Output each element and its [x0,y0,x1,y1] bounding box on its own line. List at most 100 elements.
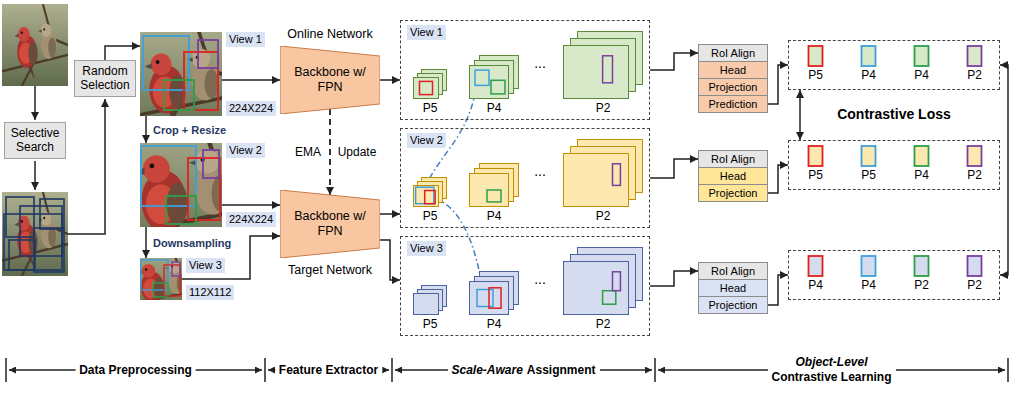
text-label: Update [338,145,377,160]
arrow-connector [380,79,400,81]
object-feature-mark [915,256,929,276]
stage-label: Assignment [527,363,596,378]
object-feature-mark [809,256,823,276]
crop-boxes [143,36,218,110]
stage-tick [1007,358,1009,382]
label-group: Feature Extractor [275,363,382,378]
feature-map-sheets [413,285,447,315]
view-caption: 224X224 [226,212,276,227]
head-layer-box: Head [698,167,768,185]
level-label: P4 [842,68,895,82]
label-group: Update [338,145,377,160]
head-layer-box: Projection [698,184,768,202]
label-group: EMA [295,145,321,160]
feature-map-stack: P5 [413,285,447,331]
panel-title: View 1 [407,25,446,40]
layer-label: Projection [701,186,765,200]
object-feature-marks [789,141,1001,191]
level-label: P2 [563,317,643,331]
crop-boxes [141,146,220,224]
crop-boxes [141,260,180,297]
object-region [603,291,616,305]
source-image [2,4,68,86]
proposal-box [9,240,35,270]
label-group: Object-LevelContrastive Learning [767,355,895,385]
arrow-connector [105,46,140,60]
backbone-trapezoid: Backbone w/ FPNTarget Network [280,190,380,258]
backbone-label: Backbone w/ FPN [290,65,370,95]
layer-label: RoI Align [701,152,765,166]
head-layer-box: Head [698,279,768,297]
level-label: P2 [948,168,1001,182]
view-picture [107,112,256,265]
arrow-connector [650,271,698,286]
crop-box [184,52,218,110]
object-feature-mark [915,146,929,166]
object-feature-mark [968,256,982,276]
arrow-connector [768,275,788,305]
text-label: ... [534,163,546,181]
feature-map-sheet [564,154,629,207]
head-layer-box: RoI Align [698,150,768,168]
feature-panel: View 3 P5P4 P2 [400,236,650,336]
view-caption: View 1 [226,32,265,47]
level-label: P2 [948,278,1001,292]
feature-map-sheet [414,78,439,99]
edge-label: Crop + Resize [152,123,227,137]
object-feature-mark [809,146,823,166]
level-label: P2 [563,209,643,223]
object-feature-mark [862,46,876,66]
feature-map-sheets [563,247,643,315]
view-caption: View 3 [186,258,225,273]
head-layer-box: Projection [698,296,768,314]
flow-arrow [34,86,36,120]
view-caption: 112X112 [186,285,234,300]
feature-map-sheet [414,186,439,207]
feature-map-stack: P4 [469,163,519,223]
view-image: View 2224X224 [140,143,222,227]
layer-label: Head [701,169,765,183]
view-caption: 224X224 [226,101,276,116]
backbone-label: Backbone w/ FPN [290,209,370,239]
feature-map-sheets [469,163,519,207]
label-group: ... [534,271,546,289]
layer-label: RoI Align [701,46,765,60]
stage-label: Scale-Aware [451,363,522,378]
feature-map-stack: P2 [563,247,643,331]
text-label: Contrastive Loss [837,106,951,124]
level-label: P4 [469,101,519,115]
level-label: P5 [842,168,895,182]
backbone-label: Online Network [287,26,372,42]
head-layer-box: RoI Align [698,262,768,280]
box-label: Selective Search [7,126,63,155]
level-label: P4 [469,317,519,331]
view-image: View 3112X112 [140,258,182,300]
object-feature-mark [862,256,876,276]
object-region [491,80,505,94]
trapezoid-outline [280,190,380,258]
object-region [603,56,613,83]
process-box: Random Selection [74,60,136,97]
level-label: P4 [789,278,842,292]
text-label: ... [534,271,546,289]
level-label: P2 [895,278,948,292]
layer-label: Prediction [701,97,765,111]
label-group: Data Preprocessing [75,363,196,378]
object-feature-panel: P5P4P4P2 [788,40,1000,90]
feature-map-stack: P2 [563,31,643,115]
arrow-connector [650,159,698,178]
feature-map-stack: P4 [469,55,519,115]
stage-label: Object-Level [795,355,867,370]
level-label: P2 [948,68,1001,82]
head-layer-box: Prediction [698,95,768,113]
feature-map-sheets [469,271,519,315]
ema-dashed-arrow [329,109,331,195]
feature-map-sheet [564,46,629,99]
object-region [613,272,621,291]
label-group: Contrastive Loss [837,106,951,124]
panel-title: View 3 [407,241,446,256]
object-feature-mark [915,46,929,66]
label-group: ... [534,163,546,181]
proposal-box [4,214,62,270]
